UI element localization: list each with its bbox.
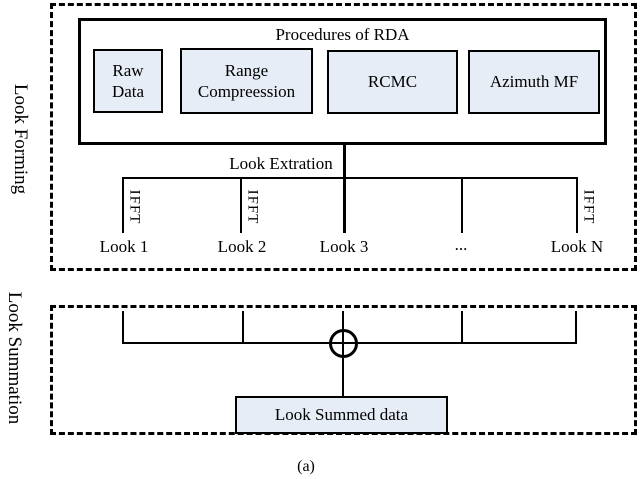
sum-branch-line-5 xyxy=(575,311,577,343)
look-ellipsis-branch-line xyxy=(461,178,463,233)
lookN-label: Look N xyxy=(550,237,604,256)
ifft-label-look2: IFFT xyxy=(244,189,261,225)
look-summation-label: Look Summation xyxy=(4,291,25,425)
look-forming-section-border xyxy=(50,3,637,271)
center-trunk-line xyxy=(343,145,346,233)
block-azimuth-mf: Azimuth MF xyxy=(468,50,600,114)
sum-plus-icon xyxy=(329,329,358,358)
look-distribution-line xyxy=(122,177,578,179)
look-summed-data-box: Look Summed data xyxy=(235,396,448,434)
rda-title: Procedures of RDA xyxy=(275,25,410,44)
figure-caption: (a) xyxy=(297,458,315,475)
sum-branch-line-4 xyxy=(461,311,463,343)
ifft-label-lookN: IFFT xyxy=(580,189,597,225)
block-range-compression: Range Compreession xyxy=(180,48,313,114)
look2-branch-line xyxy=(240,178,242,233)
look1-branch-line xyxy=(122,178,124,233)
lookN-branch-line xyxy=(576,178,578,233)
look3-label: Look 3 xyxy=(319,237,369,256)
block-raw-data: Raw Data xyxy=(93,49,163,113)
sum-branch-line-1 xyxy=(122,311,124,343)
look-forming-label: Look Forming xyxy=(10,83,31,195)
look1-label: Look 1 xyxy=(99,237,149,256)
look2-label: Look 2 xyxy=(217,237,267,256)
sum-branch-line-2 xyxy=(242,311,244,343)
block-rcmc: RCMC xyxy=(327,50,458,114)
look-ellipsis-label: ... xyxy=(454,235,468,254)
look-extraction-label: Look Extration xyxy=(229,154,333,174)
ifft-label-look1: IFFT xyxy=(126,189,143,225)
